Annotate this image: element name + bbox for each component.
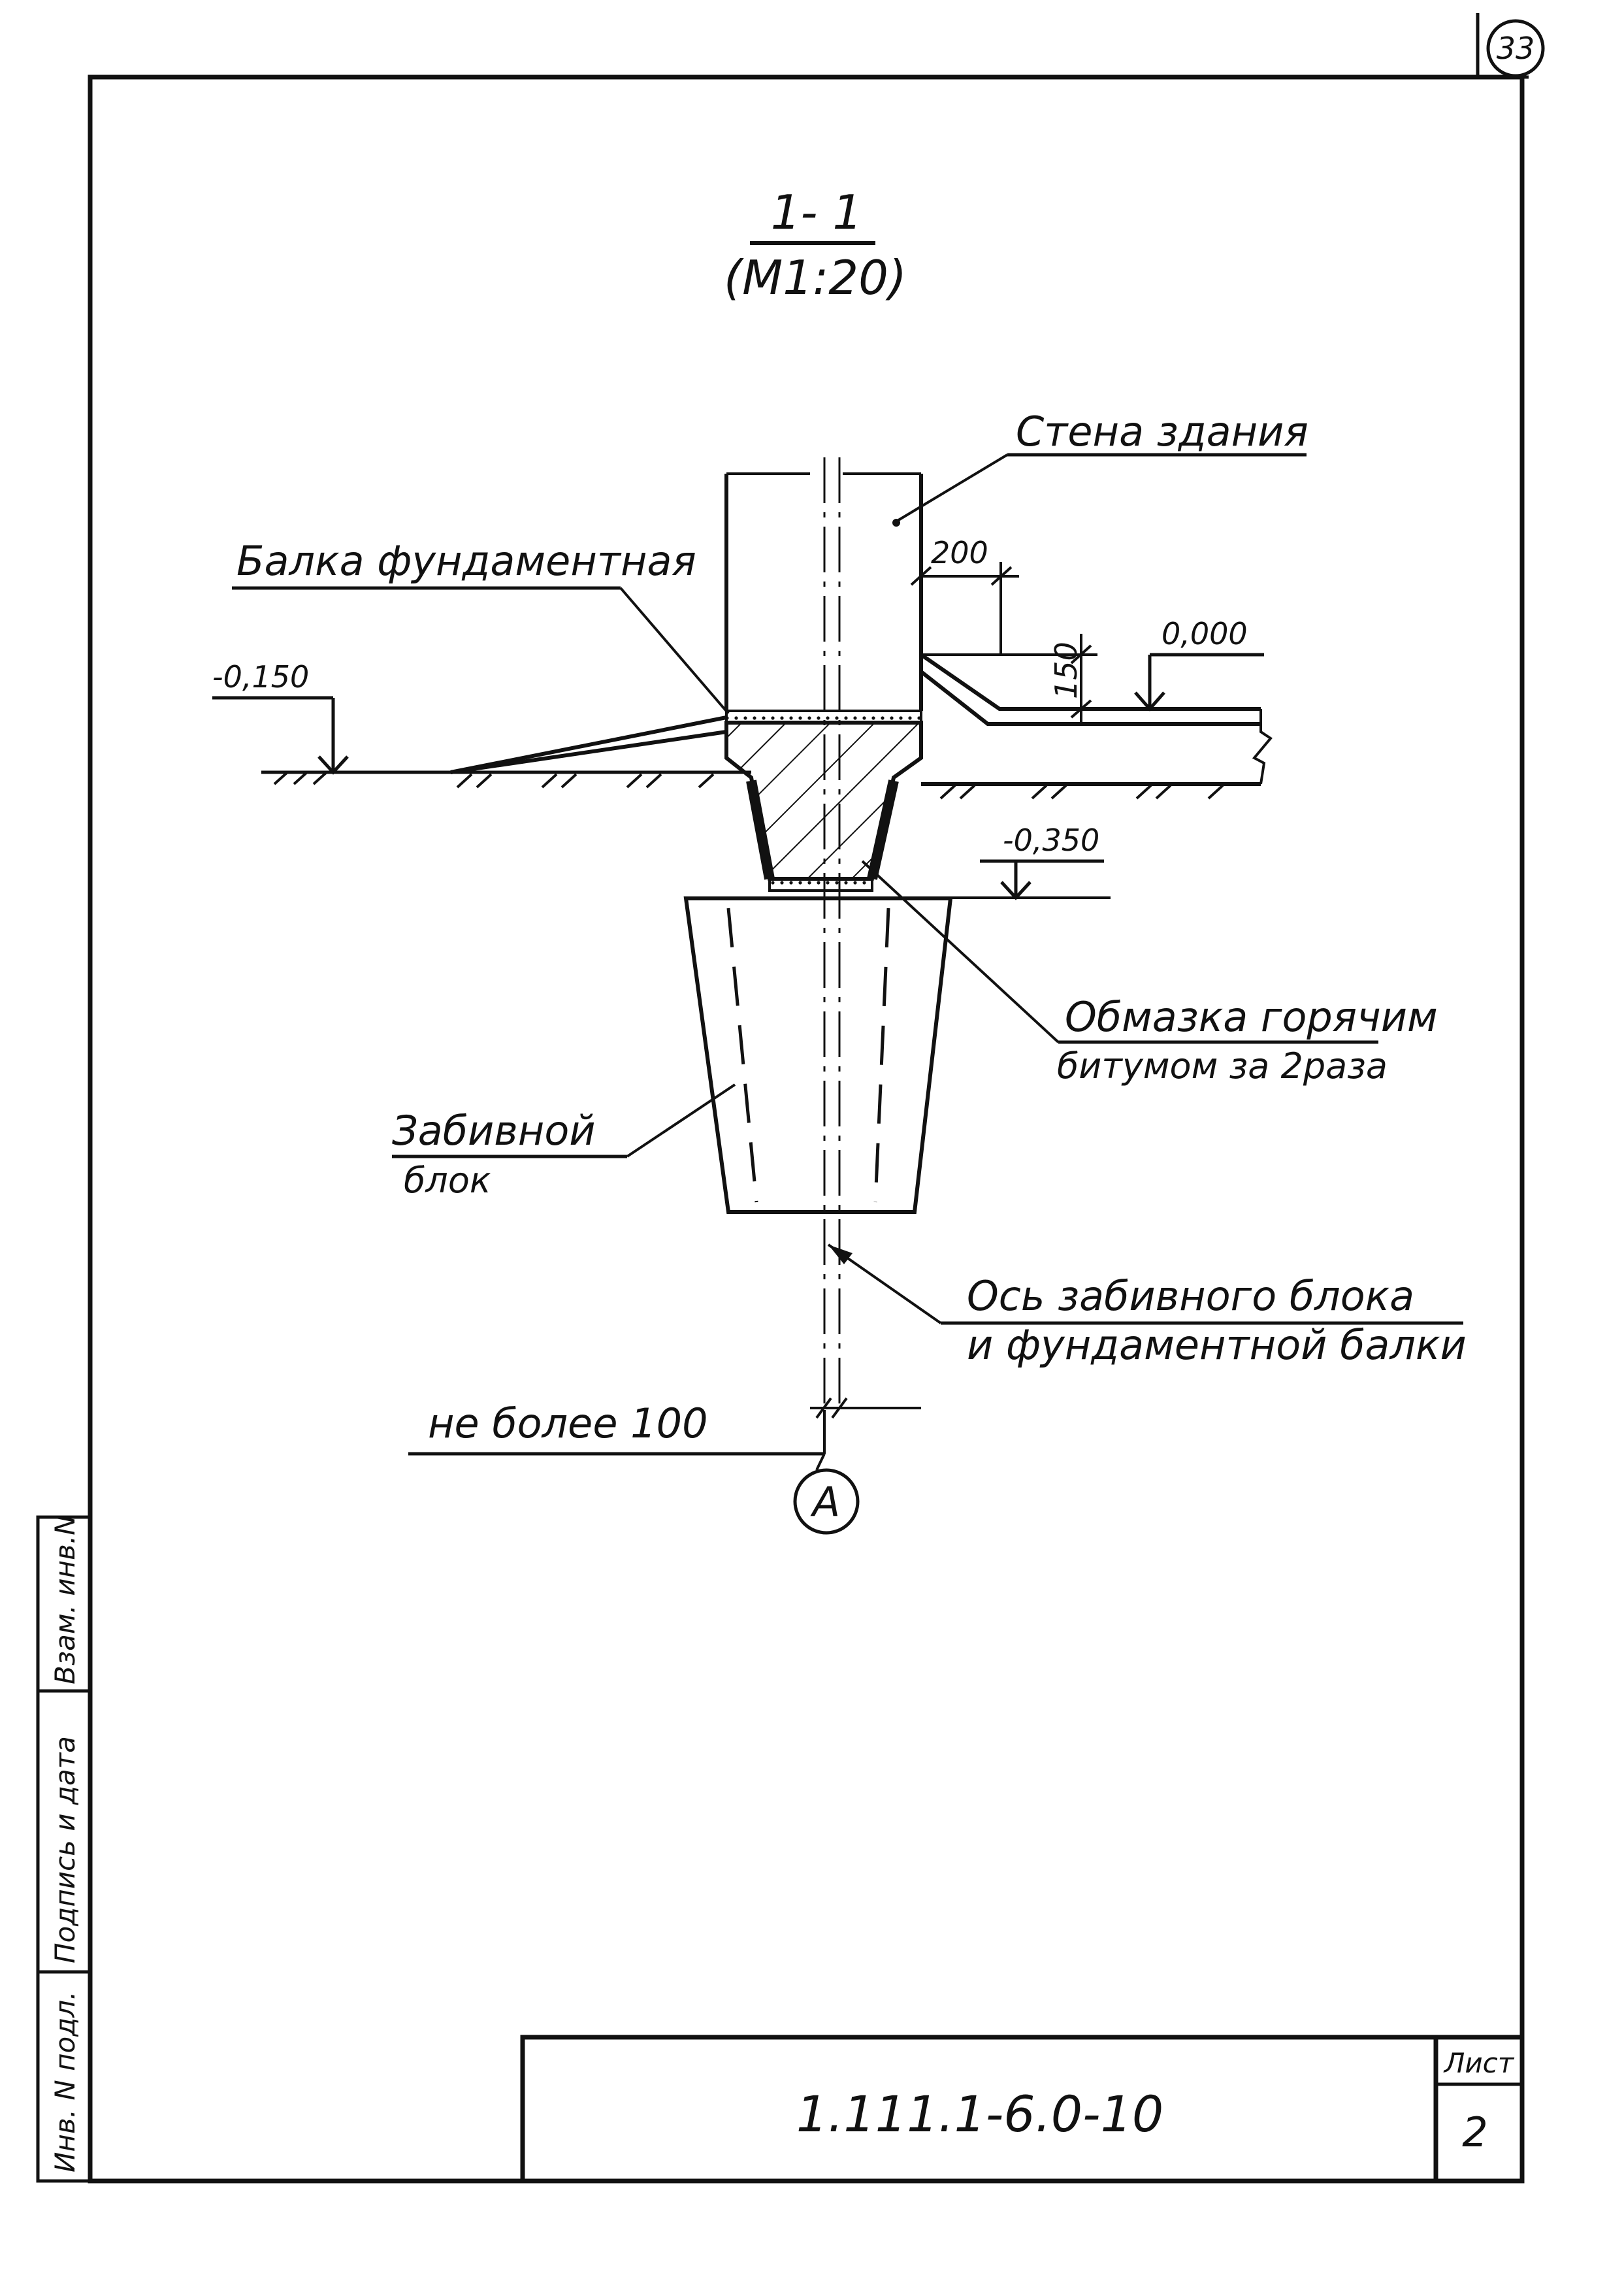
stamp-inv-podl: Инв. N подл.	[49, 1991, 81, 2173]
sheet-label: Лист	[1443, 2047, 1515, 2079]
label-block-1: Забивной	[392, 1107, 596, 1155]
label-axis-1: Ось забивного блока	[967, 1272, 1414, 1320]
stamp-vzam-inv: Взам. инв.N	[49, 1515, 81, 1684]
label-wall: Стена здания	[1016, 408, 1308, 455]
dimension-200	[910, 562, 1019, 655]
mortar-bottom	[768, 877, 873, 892]
title-block	[520, 2035, 1525, 2184]
bitumen-coating	[746, 779, 899, 880]
label-block-2: блок	[404, 1160, 491, 1201]
page-number-badge: 33	[1486, 19, 1545, 78]
ground-line	[261, 770, 1224, 800]
floor-slab	[920, 653, 1273, 786]
level-minus-0150	[212, 696, 349, 775]
dimension-150	[921, 634, 1097, 725]
level-minus-0150-label: -0,150	[212, 659, 309, 695]
dimension-150-label: 150	[1048, 642, 1084, 699]
page-number: 33	[1497, 31, 1535, 66]
axis-lines	[823, 457, 841, 1411]
dimension-200-label: 200	[931, 535, 988, 570]
blind-area-left	[450, 715, 727, 774]
building-wall	[724, 472, 923, 711]
axis-mark: А	[810, 1478, 840, 1526]
document-code: 1.111.1-6.0-10	[796, 2085, 1164, 2143]
label-coating-1: Обмазка горячим	[1065, 993, 1438, 1041]
level-zero-label: 0,000	[1161, 616, 1248, 651]
label-offset: не более 100	[428, 1400, 708, 1447]
level-minus-0350-label: -0,350	[1003, 823, 1099, 858]
label-axis-2: и фундаментной балки	[967, 1321, 1467, 1369]
side-stamp	[36, 1515, 92, 2183]
stamp-signature-date: Подпись и дата	[49, 1736, 81, 1963]
label-beam: Балка фундаментная	[236, 537, 696, 585]
sheet-frame	[88, 13, 1529, 2184]
section-scale: (M1:20)	[724, 250, 907, 305]
level-zero	[1134, 653, 1264, 712]
level-minus-0350	[875, 859, 1111, 900]
section-title: 1- 1	[771, 185, 862, 240]
driven-block	[683, 896, 953, 1214]
offset-dimension	[810, 1397, 921, 1471]
axis-bubble	[793, 1468, 860, 1535]
label-coating-2: битумом за 2раза	[1057, 1045, 1388, 1087]
sheet-number: 2	[1462, 2108, 1487, 2156]
